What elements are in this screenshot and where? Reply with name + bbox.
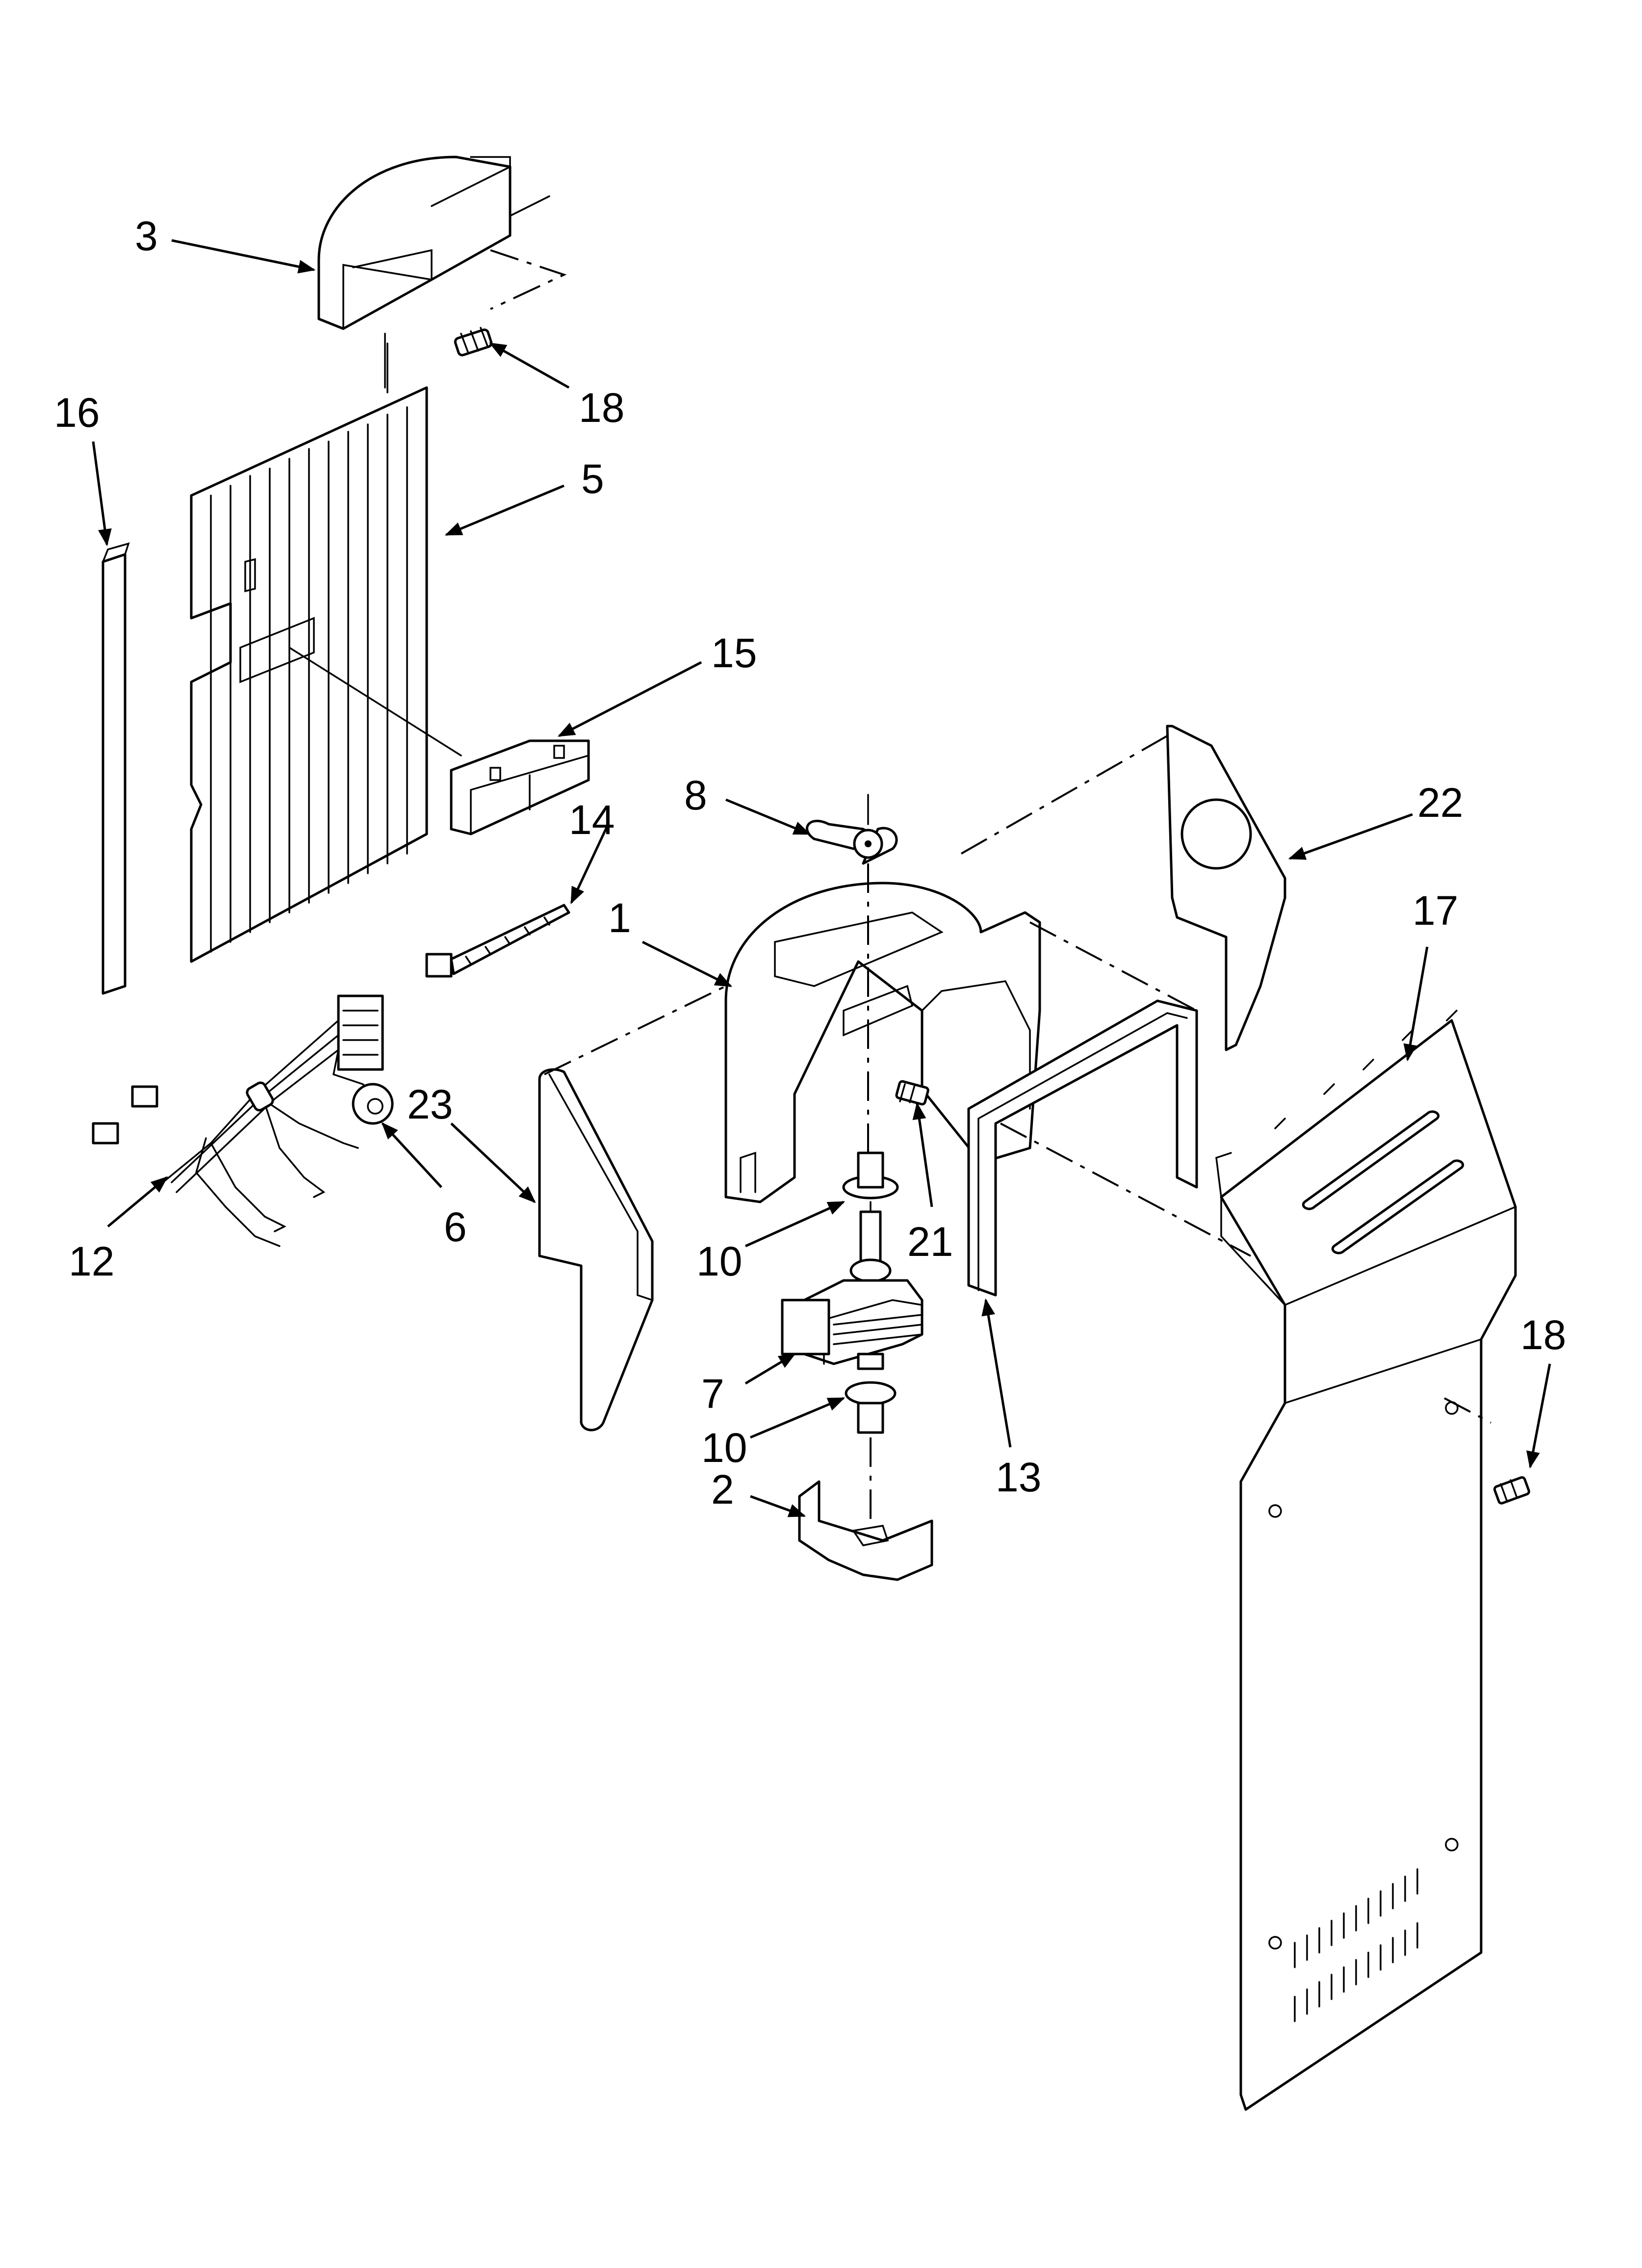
callout-10-lower: 10 [701,1425,747,1471]
part-10-lower-mount [845,1381,897,1434]
part-8-fan-blade [806,794,898,865]
callout-17: 17 [1412,887,1458,934]
callout-15: 15 [711,630,757,676]
callout-14: 14 [569,797,615,843]
callout-2: 2 [711,1466,734,1512]
callout-22: 22 [1417,780,1463,826]
callout-13: 13 [996,1454,1041,1500]
part-14-cable-tie [425,904,570,978]
callout-10-upper: 10 [696,1238,742,1284]
part-1-fan-shroud [724,882,1041,1203]
part-15-control-housing [288,647,590,835]
leader-lines [92,239,1551,1517]
callout-18-top: 18 [579,385,624,431]
part-21-screw [895,1080,929,1106]
part-13-gasket [967,999,1198,1297]
callout-1: 1 [608,895,631,941]
callout-18-right: 18 [1520,1312,1566,1358]
part-23-foam-seal [538,1068,654,1432]
part-22-side-baffle [1166,725,1286,1051]
part-6-grommet [352,1083,394,1125]
part-17-air-duct-panel [1215,1010,1517,2111]
callout-3: 3 [135,213,158,259]
part-7-fan-motor [781,1201,924,1370]
alignment-lines [384,333,1491,1424]
callout-8: 8 [684,772,707,818]
part-16-foam-strip [102,542,130,995]
callout-16: 16 [54,390,100,436]
callout-labels: 3 18 16 5 15 14 8 22 1 17 23 6 12 10 21 … [54,213,1566,1512]
callout-5: 5 [581,456,604,502]
part-12-wire-harness [92,994,384,1247]
part-18-screw-top [454,327,493,357]
part-10-upper-mount [842,1151,899,1199]
part-17-vent-slots [1294,1868,1418,2022]
part-18-screw-right [1493,1476,1530,1505]
callout-12: 12 [69,1238,114,1284]
part-3-diffuser-cap [317,156,567,330]
callout-6: 6 [444,1204,467,1250]
callout-21: 21 [907,1219,953,1265]
part-5-evaporator-cover [190,342,428,963]
callout-7: 7 [701,1371,724,1417]
part-2-motor-bracket [798,1437,933,1581]
callout-23: 23 [407,1081,453,1127]
